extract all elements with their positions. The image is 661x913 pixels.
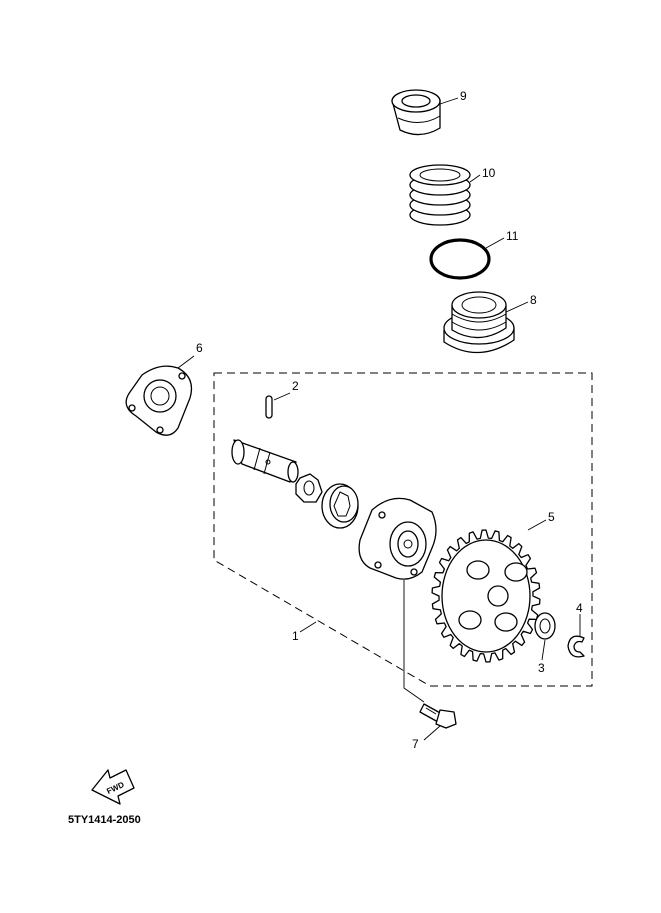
part-8-plug[interactable] [443, 291, 515, 354]
callout-7: 7 [412, 737, 419, 751]
leader-2 [273, 392, 291, 401]
part-9-cap[interactable] [391, 89, 441, 136]
part-11-o-ring[interactable] [429, 238, 491, 280]
callout-1: 1 [292, 629, 299, 643]
assembly-axis-line [403, 580, 425, 703]
leader-3 [541, 639, 546, 661]
callout-6: 6 [196, 341, 203, 355]
callout-8: 8 [530, 293, 537, 307]
leader-8 [505, 301, 529, 313]
pump-shaft[interactable] [231, 439, 299, 483]
callout-2: 2 [292, 379, 299, 393]
leader-9 [439, 97, 459, 105]
part-5-gear[interactable] [431, 529, 541, 663]
part-6-cover-plate[interactable] [125, 365, 193, 436]
leader-7 [423, 725, 441, 741]
leader-6 [177, 355, 195, 369]
assembly-boundary [213, 372, 593, 687]
part-4-circlip[interactable] [567, 635, 585, 658]
part-3-washer[interactable] [534, 612, 556, 640]
callout-9: 9 [460, 89, 467, 103]
part-2-pin[interactable] [265, 395, 273, 419]
part-7-bolt[interactable] [419, 703, 457, 729]
part-10-spring[interactable] [409, 164, 471, 226]
callout-5: 5 [548, 510, 555, 524]
leader-1 [299, 621, 317, 633]
diagram-code: 5TY1414-2050 [68, 814, 141, 826]
callout-4: 4 [576, 601, 583, 615]
leader-10 [469, 174, 481, 183]
callout-10: 10 [482, 166, 496, 180]
outer-rotor[interactable] [321, 483, 359, 529]
fwd-arrow-icon: FWD [91, 769, 135, 805]
inner-rotor[interactable] [295, 473, 323, 503]
pump-body[interactable] [358, 497, 437, 580]
callout-3: 3 [538, 661, 545, 675]
leader-5 [527, 519, 547, 531]
leader-11 [485, 237, 505, 249]
callout-11: 11 [506, 229, 519, 243]
